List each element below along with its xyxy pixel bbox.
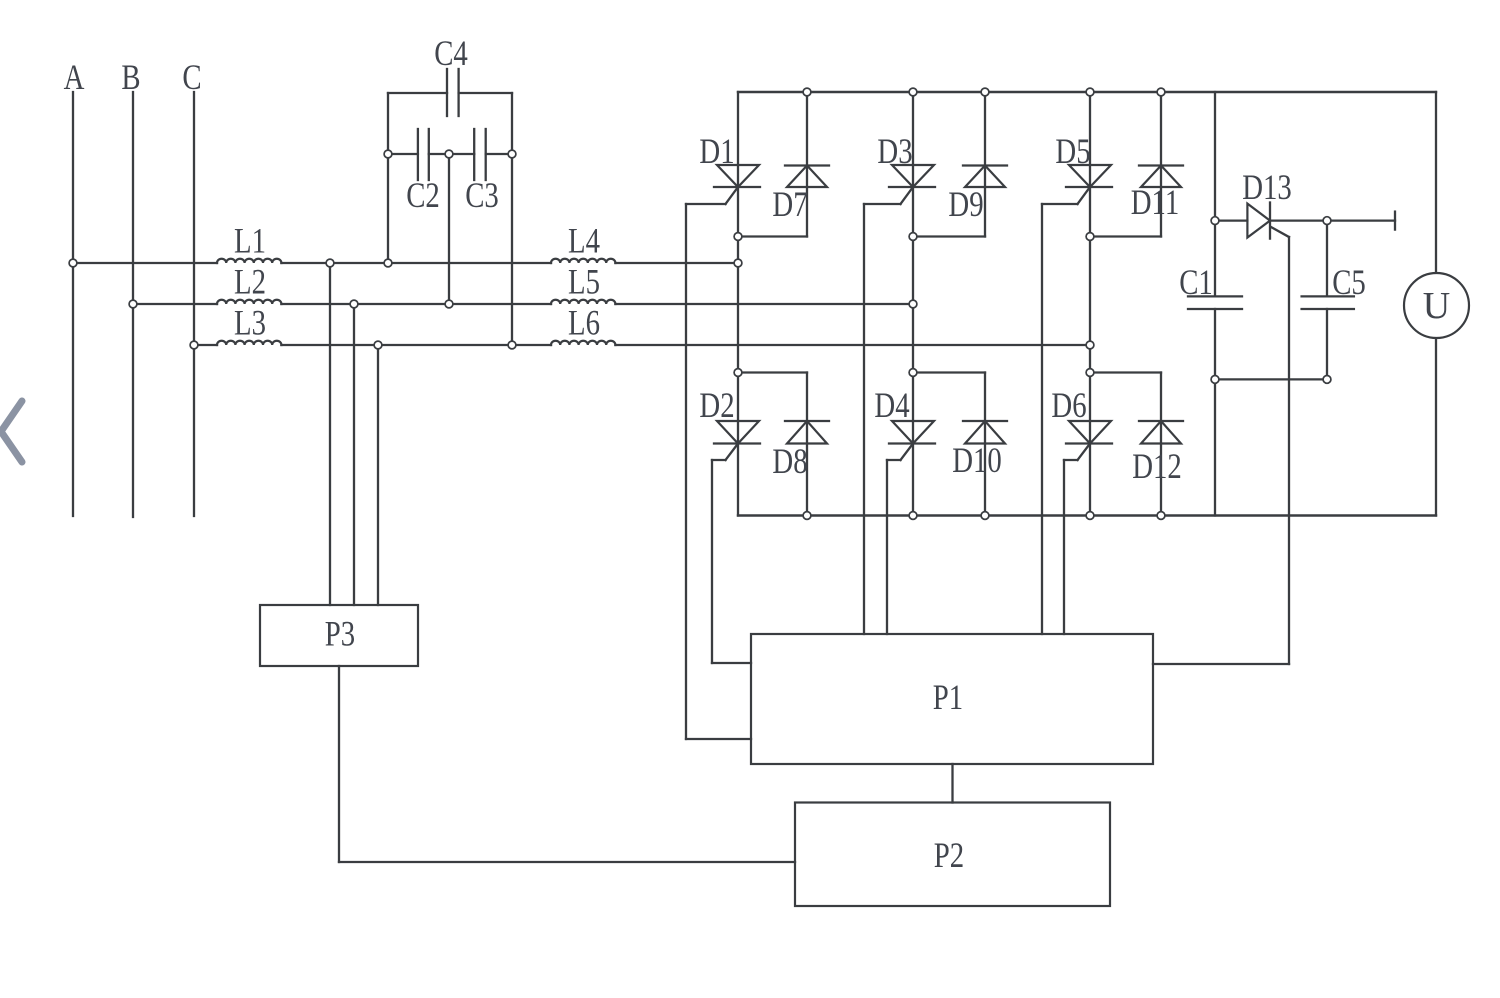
svg-text:D8: D8 xyxy=(772,442,807,482)
svg-text:C5: C5 xyxy=(1332,263,1366,303)
svg-text:D2: D2 xyxy=(699,386,734,426)
svg-text:D9: D9 xyxy=(948,185,983,225)
svg-text:C3: C3 xyxy=(465,176,499,216)
svg-text:C1: C1 xyxy=(1179,263,1213,303)
svg-text:B: B xyxy=(121,58,140,98)
svg-text:L2: L2 xyxy=(234,263,266,303)
svg-text:D4: D4 xyxy=(874,386,909,426)
svg-text:D11: D11 xyxy=(1131,183,1180,223)
svg-text:L6: L6 xyxy=(568,304,600,344)
svg-text:L5: L5 xyxy=(568,263,600,303)
svg-text:C4: C4 xyxy=(434,34,468,74)
svg-text:D12: D12 xyxy=(1132,447,1182,487)
svg-text:D5: D5 xyxy=(1055,132,1090,172)
svg-text:D10: D10 xyxy=(952,441,1002,481)
svg-text:C: C xyxy=(182,58,201,98)
svg-text:U: U xyxy=(1423,285,1450,327)
svg-text:D6: D6 xyxy=(1051,386,1086,426)
svg-text:A: A xyxy=(64,58,85,98)
svg-text:D1: D1 xyxy=(699,132,734,172)
svg-text:L3: L3 xyxy=(234,304,266,344)
svg-text:D3: D3 xyxy=(877,132,912,172)
svg-text:L1: L1 xyxy=(234,222,266,262)
svg-text:L4: L4 xyxy=(568,222,600,262)
svg-text:P2: P2 xyxy=(934,836,964,876)
svg-text:D7: D7 xyxy=(772,185,807,225)
svg-text:C2: C2 xyxy=(406,176,440,216)
svg-text:D13: D13 xyxy=(1242,168,1292,208)
svg-text:P3: P3 xyxy=(325,615,355,655)
svg-text:P1: P1 xyxy=(933,678,963,718)
